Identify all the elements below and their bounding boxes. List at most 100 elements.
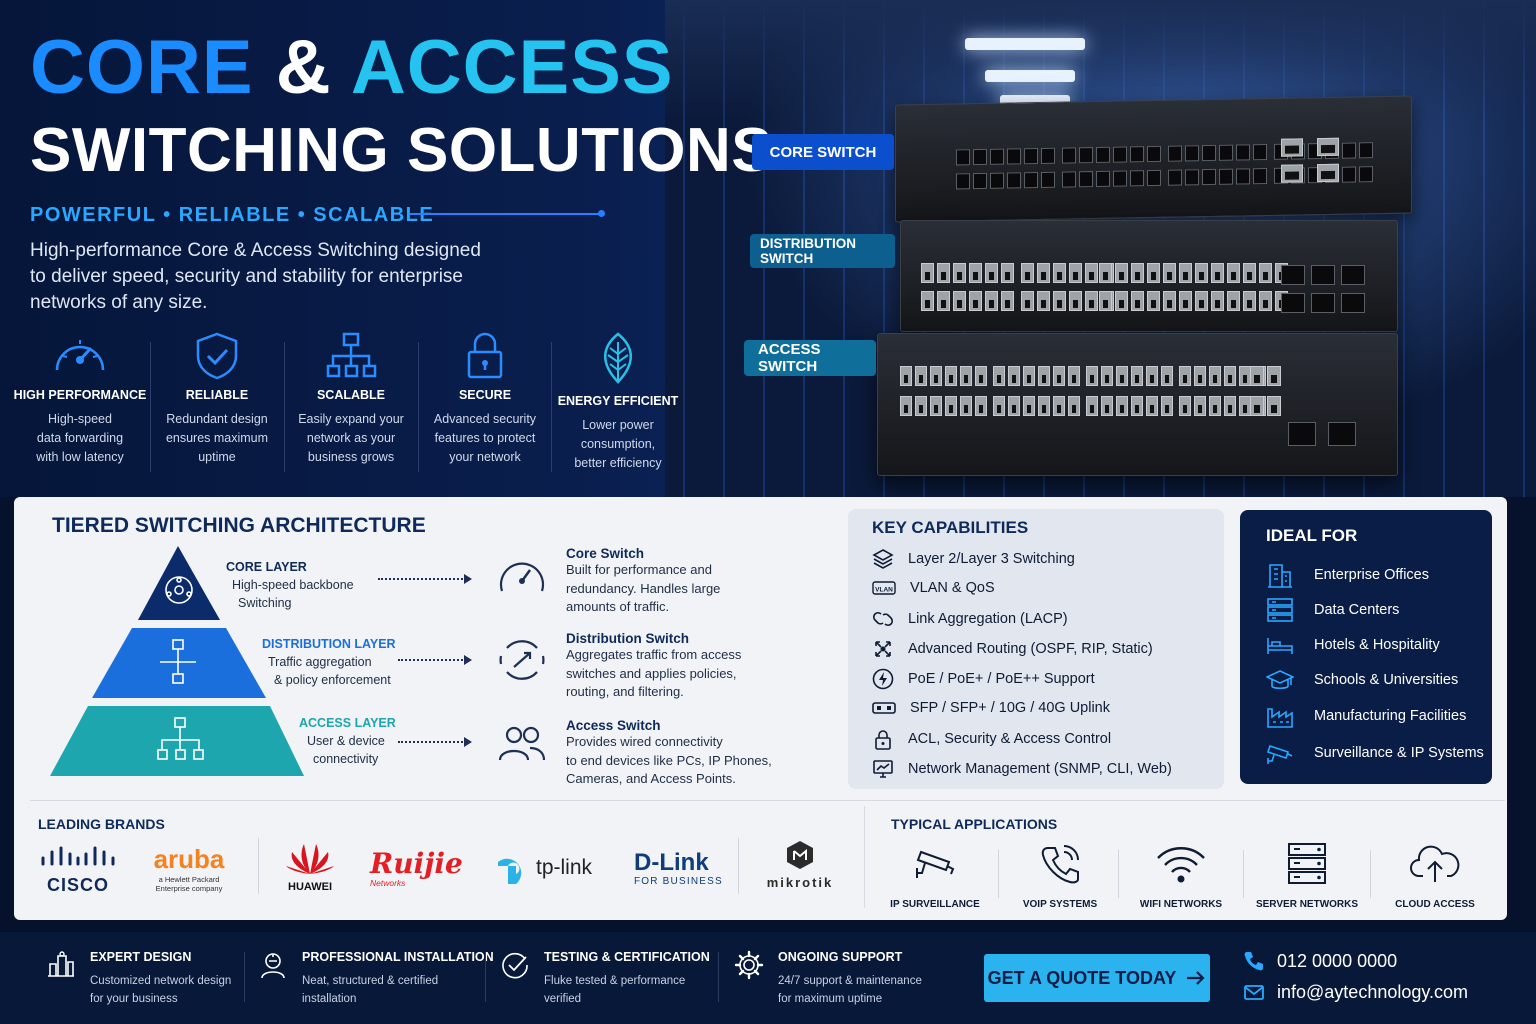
switch-port [1236, 144, 1250, 161]
switch-port [1037, 291, 1050, 311]
footer-bar [0, 932, 1536, 1024]
switch-port [1147, 263, 1160, 283]
phone-icon [1041, 845, 1079, 884]
hero-section: CORE & ACCESS SWITCHING SOLUTIONS POWERF… [0, 0, 1536, 497]
switch-port [985, 291, 998, 311]
access-switch-label: ACCESS SWITCH [744, 340, 876, 376]
switch-port [1099, 291, 1112, 311]
switch-port [1024, 148, 1038, 165]
tagline-divider [410, 213, 600, 215]
switch-port [1341, 265, 1365, 285]
switch-port [1007, 148, 1021, 165]
layers-icon [872, 549, 894, 569]
switch-port [1317, 137, 1339, 157]
phone-icon [1244, 952, 1263, 971]
switch-port [1243, 263, 1256, 283]
switch-port [960, 396, 972, 416]
switch-port [1250, 396, 1264, 416]
cctv-camera-icon [916, 850, 955, 878]
ruijie-logo: Ruijie Networks [370, 847, 463, 889]
ideal-enterprise-offices: Enterprise Offices [1266, 562, 1429, 588]
access-tier-icon [157, 717, 204, 760]
factory-icon [1267, 708, 1293, 728]
switch-port [1021, 291, 1034, 311]
check-circle-icon [502, 952, 528, 979]
switch-port [1202, 168, 1216, 186]
switch-port [1053, 366, 1065, 386]
core-switch-gauge-icon [499, 562, 545, 592]
switch-port [945, 396, 957, 416]
switch-port [953, 291, 966, 311]
capability-layer-switching: Layer 2/Layer 3 Switching [872, 548, 1075, 570]
switch-port [1116, 396, 1128, 416]
switch-port [1253, 168, 1267, 185]
get-quote-button[interactable]: GET A QUOTE TODAY [984, 954, 1210, 1002]
cisco-logo: CISCO [38, 846, 118, 896]
vlan-icon: VLAN [872, 581, 896, 595]
switch-port [1219, 168, 1233, 185]
switch-port [1085, 263, 1098, 283]
distribution-layer-text: DISTRIBUTION LAYER Traffic aggregation &… [262, 637, 396, 687]
core-switch-device [895, 95, 1412, 223]
switch-port [1001, 291, 1014, 311]
switch-port [990, 172, 1004, 189]
access-layer-text: ACCESS LAYER User & device connectivity [299, 716, 396, 766]
cisco-bars-icon [41, 846, 115, 866]
ideal-for-title: IDEAL FOR [1266, 526, 1358, 545]
aruba-logo: aruba a Hewlett Packard Enterprise compa… [153, 844, 225, 893]
ideal-hotels: Hotels & Hospitality [1266, 632, 1440, 658]
switch-port [1069, 263, 1082, 283]
switch-port [1311, 265, 1335, 285]
switch-port [915, 366, 927, 386]
ideal-for-box [1240, 510, 1492, 784]
huawei-logo: HUAWEI [278, 838, 342, 893]
switch-port [1086, 366, 1098, 386]
switch-port [1236, 168, 1250, 185]
switch-port [1281, 164, 1303, 183]
contact-phone[interactable]: 012 0000 0000 [1243, 950, 1397, 972]
switch-port [1168, 145, 1182, 162]
switch-port [1113, 146, 1127, 163]
switch-port [1342, 166, 1356, 183]
server-icon [1288, 843, 1326, 884]
capability-sfp-uplink: SFP / SFP+ / 10G / 40G Uplink [872, 698, 1110, 718]
speedometer-icon [55, 340, 105, 371]
access-switch-device [877, 333, 1398, 476]
switch-port [1007, 172, 1021, 189]
tplink-logo: tp-link [494, 848, 592, 888]
switch-port [930, 366, 942, 386]
switch-port [1023, 396, 1035, 416]
leading-brands-title: LEADING BRANDS [38, 816, 165, 832]
pyramid-core-tier [138, 546, 220, 620]
switch-port [1069, 291, 1082, 311]
capability-poe: PoE / PoE+ / PoE++ Support [872, 668, 1095, 690]
mikrotik-cube-icon [787, 841, 813, 869]
sfp-port-icon [872, 702, 896, 714]
switch-port [900, 396, 912, 416]
access-switch-users-icon [498, 726, 546, 761]
switch-port [1008, 366, 1020, 386]
distribution-arrow [398, 659, 466, 661]
switch-port [1161, 396, 1173, 416]
contact-email[interactable]: info@aytechnology.com [1243, 981, 1468, 1003]
switch-port [1079, 171, 1093, 188]
switch-port [1194, 366, 1206, 386]
typical-applications-title: TYPICAL APPLICATIONS [891, 816, 1058, 832]
switch-port [1023, 366, 1035, 386]
switch-port [969, 291, 982, 311]
bed-icon [1267, 638, 1293, 654]
switch-port [1267, 396, 1281, 416]
switch-port [1038, 366, 1050, 386]
gear-icon [734, 950, 764, 980]
switch-port [1101, 366, 1113, 386]
switch-port [1168, 169, 1182, 186]
app-voip-systems: VOIP SYSTEMS [1005, 842, 1115, 912]
switch-port [1267, 366, 1281, 386]
switch-port [1099, 263, 1112, 283]
switch-port [990, 148, 1004, 165]
graduation-cap-icon [1266, 670, 1294, 690]
